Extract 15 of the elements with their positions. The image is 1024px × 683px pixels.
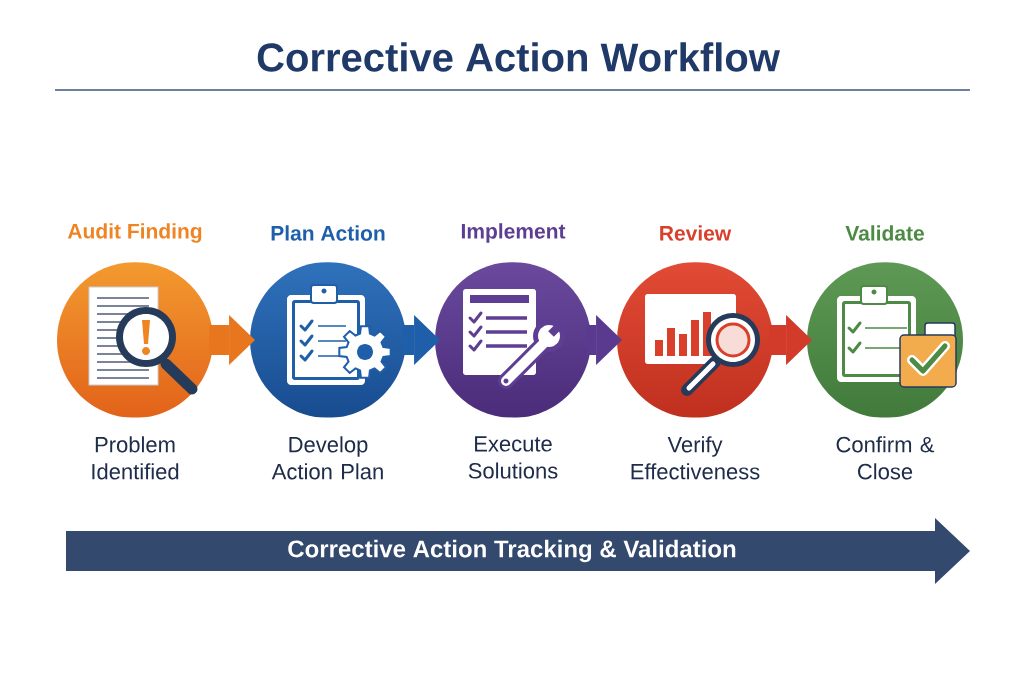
step-caption: Verify Effectiveness	[631, 436, 760, 480]
step-heading: Implement	[461, 223, 566, 243]
step-caption: Execute Solutions	[468, 436, 558, 479]
title: Corrective Action Workflow	[257, 42, 780, 72]
arrow	[402, 315, 441, 365]
step-caption: Confirm & Close	[836, 436, 935, 480]
step-caption: Develop Action Plan	[271, 436, 383, 480]
step-heading: Review	[660, 225, 732, 241]
step-heading: Plan Action	[271, 225, 385, 241]
arrow	[209, 315, 256, 365]
step-caption: Problem Identified	[92, 436, 179, 480]
step-heading: Audit Finding	[67, 223, 202, 243]
step-heading: Validate	[845, 225, 924, 241]
arrow	[587, 315, 623, 365]
arrow	[769, 315, 813, 365]
